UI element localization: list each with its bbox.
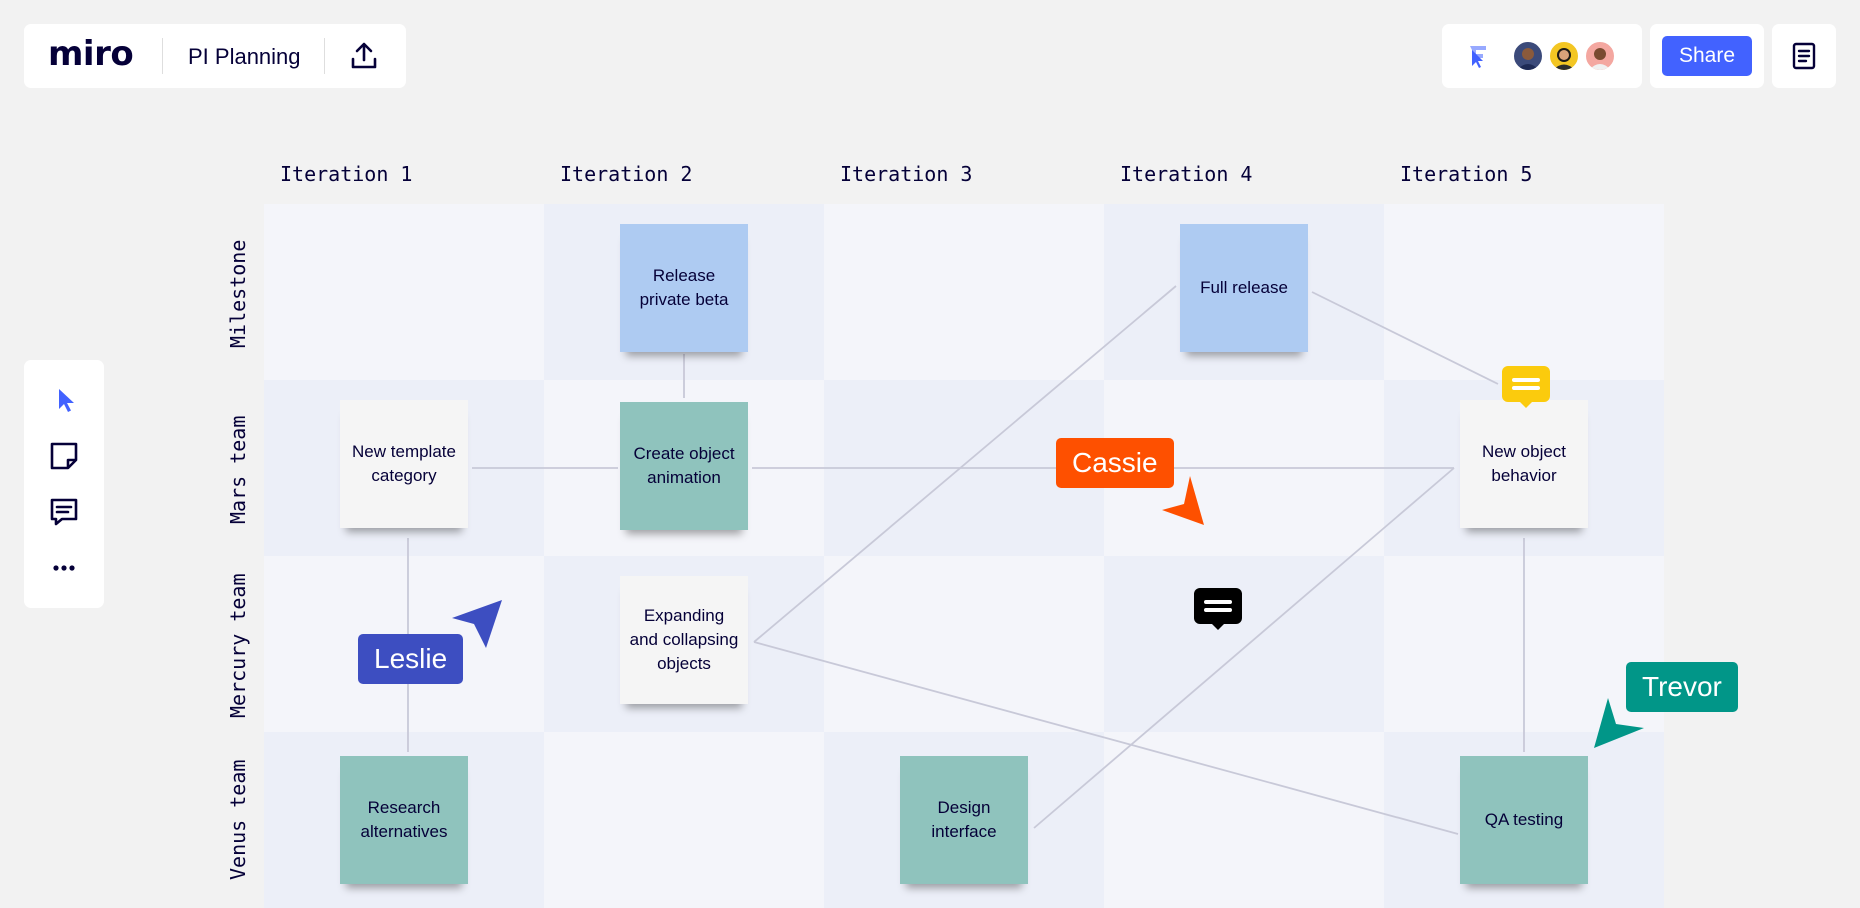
sticky-new-object-behavior[interactable]: New object behavior	[1460, 400, 1588, 528]
board-header: miro PI Planning	[24, 24, 406, 88]
row-header-mercury-team: Mercury team	[226, 573, 250, 719]
row-header-venus-team: Venus team	[226, 759, 250, 880]
avatar-2[interactable]	[1548, 40, 1580, 72]
more-tools-button[interactable]	[44, 548, 84, 588]
share-container: Share	[1650, 24, 1764, 88]
cursor-label-leslie: Leslie	[358, 634, 464, 684]
grid-cell	[1384, 204, 1664, 380]
column-header-iteration-1: Iteration 1	[280, 162, 413, 186]
sticky-research-alternatives[interactable]: Research alternatives	[340, 756, 468, 884]
grid-cell	[824, 556, 1104, 732]
board-title[interactable]: PI Planning	[188, 44, 301, 69]
notes-container	[1772, 24, 1836, 88]
upload-icon	[351, 42, 377, 69]
export-button[interactable]	[346, 38, 382, 74]
row-header-milestone: Milestone	[226, 239, 250, 348]
more-icon	[53, 565, 75, 571]
left-toolbar	[24, 360, 104, 608]
sticky-new-template-category[interactable]: New template category	[340, 400, 468, 528]
divider	[162, 38, 163, 74]
share-button[interactable]: Share	[1662, 36, 1752, 76]
miro-logo[interactable]: miro	[48, 34, 134, 74]
grid-cell	[264, 204, 544, 380]
avatar-3[interactable]	[1584, 40, 1616, 72]
document-icon	[1792, 42, 1816, 70]
sticky-note-tool-button[interactable]	[44, 436, 84, 476]
leslie-cursor-icon	[452, 600, 502, 648]
cassie-cursor-icon	[1162, 476, 1204, 525]
grid-cell	[1104, 732, 1384, 908]
cursor-flag-icon	[1470, 46, 1486, 68]
column-header-iteration-3: Iteration 3	[840, 162, 973, 186]
comment-marker-yellow[interactable]	[1500, 364, 1552, 410]
cursor-label-cassie: Cassie	[1056, 438, 1174, 488]
sticky-qa-testing[interactable]: QA testing	[1460, 756, 1588, 884]
sticky-create-object-animation[interactable]: Create object animation	[620, 402, 748, 530]
column-header-iteration-5: Iteration 5	[1400, 162, 1533, 186]
sticky-full-release[interactable]: Full release	[1180, 224, 1308, 352]
column-header-iteration-4: Iteration 4	[1120, 162, 1253, 186]
sticky-note-icon	[50, 442, 78, 470]
select-tool-button[interactable]	[44, 380, 84, 420]
grid-cell	[1104, 556, 1384, 732]
cursors-toggle-button[interactable]	[1464, 42, 1492, 70]
column-header-iteration-2: Iteration 2	[560, 162, 693, 186]
notes-button[interactable]	[1788, 40, 1820, 72]
avatar-1[interactable]	[1512, 40, 1544, 72]
row-header-mars-team: Mars team	[226, 415, 250, 524]
comment-tool-button[interactable]	[44, 492, 84, 532]
comment-marker-black[interactable]	[1192, 586, 1244, 632]
sticky-release-private-beta[interactable]: Release private beta	[620, 224, 748, 352]
sticky-expanding-collapsing-objects[interactable]: Expanding and collapsing objects	[620, 576, 748, 704]
sticky-design-interface[interactable]: Design interface	[900, 756, 1028, 884]
cursor-label-trevor: Trevor	[1626, 662, 1738, 712]
divider	[324, 38, 325, 74]
collaborators-bar	[1442, 24, 1642, 88]
grid-cell	[824, 204, 1104, 380]
trevor-cursor-icon	[1594, 698, 1644, 748]
comment-icon	[50, 498, 78, 526]
pointer-icon	[59, 389, 74, 412]
grid-cell	[544, 732, 824, 908]
